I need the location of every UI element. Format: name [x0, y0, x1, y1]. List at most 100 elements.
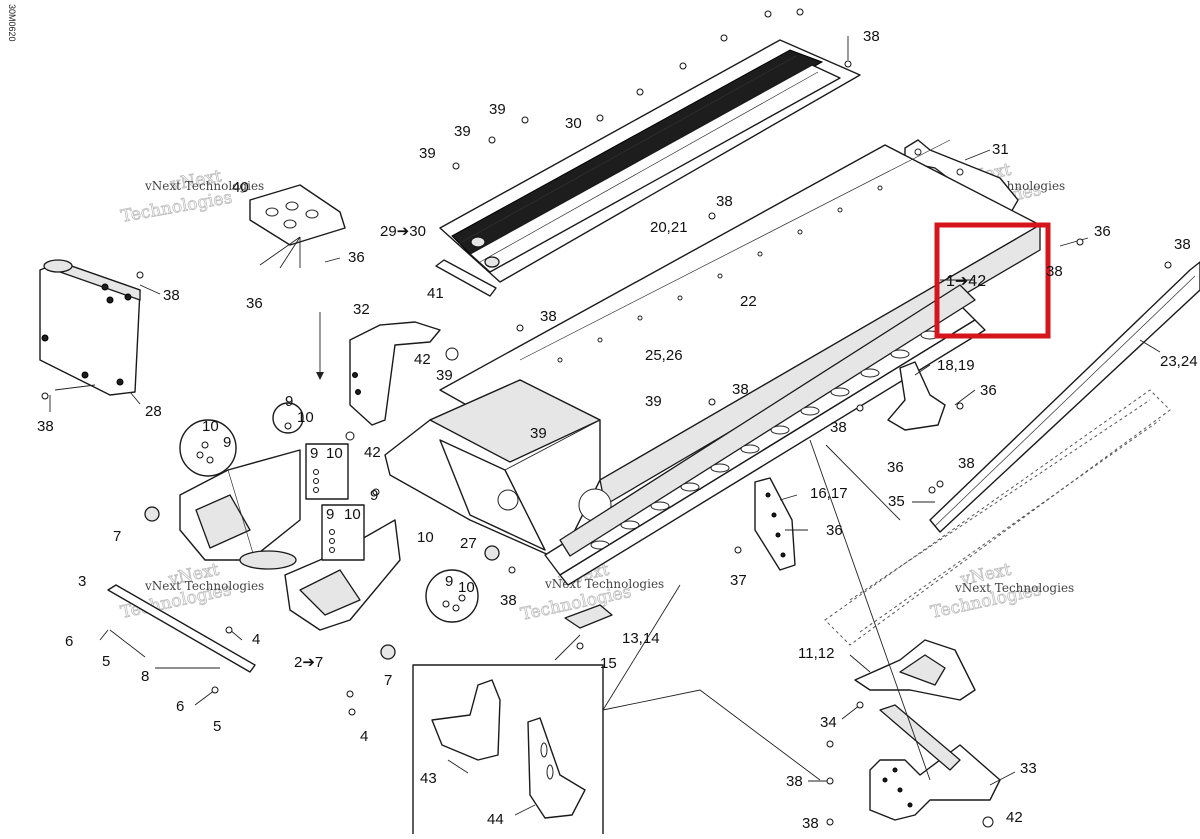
- detail-circle-a: [179, 419, 237, 477]
- callout-30: 30: [565, 115, 582, 132]
- bracket-18-19: [887, 361, 946, 431]
- callout-36: 36: [1094, 223, 1111, 240]
- callout-10: 10: [458, 579, 475, 596]
- callout-10: 10: [297, 409, 314, 426]
- rear-bracket-33: [869, 704, 1001, 821]
- callout-10: 10: [344, 506, 361, 523]
- callout-6: 6: [176, 698, 184, 715]
- callout-9: 9: [370, 487, 378, 504]
- callout-38: 38: [830, 419, 847, 436]
- callout-38: 38: [163, 287, 180, 304]
- callout-38: 38: [958, 455, 975, 472]
- callout-9: 9: [310, 445, 318, 462]
- callout-4: 4: [252, 631, 260, 648]
- svg-text:vNext Technologies: vNext Technologies: [544, 577, 664, 591]
- bolt-box-a: [305, 443, 349, 500]
- callout-2-7: 2➔7: [294, 654, 323, 671]
- front-bracket-left: [179, 449, 301, 561]
- callout-39: 39: [436, 367, 453, 384]
- callout-10: 10: [417, 529, 434, 546]
- callout-38: 38: [802, 815, 819, 832]
- callout-38: 38: [540, 308, 557, 325]
- callout-1-42: 1➔42: [946, 273, 986, 290]
- callout-43: 43: [420, 770, 437, 787]
- callout-39: 39: [489, 101, 506, 118]
- part-44: [527, 717, 586, 819]
- bracket-32: [349, 321, 441, 426]
- callout-25-26: 25,26: [645, 347, 683, 364]
- callout-36: 36: [826, 522, 843, 539]
- cap-27: [484, 545, 500, 561]
- part-43: [431, 679, 501, 761]
- callout-38: 38: [1174, 236, 1191, 253]
- bar-41: [435, 259, 497, 297]
- callout-18-19: 18,19: [937, 357, 975, 374]
- callout-35: 35: [888, 493, 905, 510]
- callout-28: 28: [145, 403, 162, 420]
- diagram-code: 30M0620: [7, 4, 17, 42]
- front-bracket-center: [239, 519, 401, 631]
- callout-39: 39: [645, 393, 662, 410]
- callout-42: 42: [364, 444, 381, 461]
- callout-31: 31: [992, 141, 1009, 158]
- callout-9: 9: [285, 393, 293, 410]
- callout-9: 9: [223, 434, 231, 451]
- svg-text:vNext Technologies: vNext Technologies: [144, 179, 264, 193]
- callout-16-17: 16,17: [810, 485, 848, 502]
- svg-text:vNext Technologies: vNext Technologies: [144, 579, 264, 593]
- cap-7-left: [144, 506, 160, 522]
- callout-6: 6: [65, 633, 73, 650]
- callout-34: 34: [820, 714, 837, 731]
- callout-38: 38: [37, 418, 54, 435]
- callout-10: 10: [202, 418, 219, 435]
- callout-41: 41: [427, 285, 444, 302]
- callout-39: 39: [454, 123, 471, 140]
- callout-37: 37: [730, 572, 747, 589]
- callout-5: 5: [213, 718, 221, 735]
- callout-40: 40: [232, 179, 249, 196]
- callout-38: 38: [500, 592, 517, 609]
- detail-circle-c: [425, 569, 479, 623]
- main-tunnel: [384, 139, 1041, 586]
- callout-9: 9: [326, 506, 334, 523]
- assembly-arrows: [316, 312, 931, 781]
- callout-23-24: 23,24: [1160, 353, 1198, 370]
- detail-circle-b: [272, 402, 304, 434]
- bolt-box-b: [321, 504, 365, 561]
- callout-39: 39: [530, 425, 547, 442]
- callout-7: 7: [384, 672, 392, 689]
- callout-36: 36: [887, 459, 904, 476]
- callout-27: 27: [460, 535, 477, 552]
- callout-38: 38: [863, 28, 880, 45]
- highlight-box-1-42: [934, 222, 1051, 339]
- callout-15: 15: [600, 655, 617, 672]
- callout-36: 36: [246, 295, 263, 312]
- callout-44: 44: [487, 811, 504, 828]
- callout-labels: 38 31 36 38 38 1➔42 23,24 18,19 36 36 38…: [37, 28, 1198, 832]
- tank-28: [39, 259, 141, 396]
- callout-38: 38: [732, 381, 749, 398]
- callout-42: 42: [414, 351, 431, 368]
- fasteners: [41, 8, 1172, 828]
- strip-3: [107, 584, 256, 673]
- heat-exchanger-rail: [824, 261, 1200, 646]
- callout-32: 32: [353, 301, 370, 318]
- callout-9: 9: [445, 573, 453, 590]
- callout-38: 38: [1046, 263, 1063, 280]
- callout-36: 36: [348, 249, 365, 266]
- callout-13-14: 13,14: [622, 630, 660, 647]
- callout-22: 22: [740, 293, 757, 310]
- plate-40: [249, 184, 346, 246]
- callout-39: 39: [419, 145, 436, 162]
- callout-20-21: 20,21: [650, 219, 688, 236]
- callout-33: 33: [1020, 760, 1037, 777]
- callout-38: 38: [786, 773, 803, 790]
- callout-10: 10: [326, 445, 343, 462]
- leader-lines: [49, 36, 1161, 816]
- callout-29-30: 29➔30: [380, 223, 426, 240]
- cap-7-right: [380, 644, 396, 660]
- bracket-13-14: [564, 604, 613, 629]
- callout-36: 36: [980, 382, 997, 399]
- callout-3: 3: [78, 573, 86, 590]
